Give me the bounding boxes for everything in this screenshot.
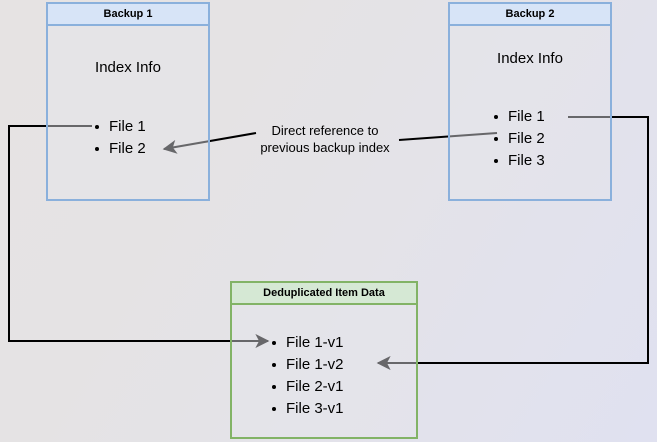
bullet-icon [95,147,99,151]
list-item-label: File 2 [508,130,545,147]
bullet-icon [272,407,276,411]
list-item: File 2-v1 [270,376,344,398]
bullet-icon [494,137,498,141]
list-item-label: File 2 [109,140,146,157]
list-item-label: File 3 [508,152,545,169]
list-item: File 3-v1 [270,398,344,420]
node-backup-1[interactable]: Backup 1 Index Info File 1 File 2 [46,2,210,201]
node-backup-2[interactable]: Backup 2 Index Info File 1 File 2 File 3 [448,2,612,201]
list-item-label: File 1-v2 [286,356,344,373]
list-item-label: File 2-v1 [286,378,344,395]
bullet-icon [272,385,276,389]
node-backup-1-title: Index Info [95,59,161,76]
list-item: File 2 [93,138,146,160]
list-item: File 3 [492,150,545,172]
list-item: File 1 [492,106,545,128]
node-backup-2-title: Index Info [497,50,563,67]
bullet-icon [494,115,498,119]
bullet-icon [272,341,276,345]
node-backup-1-item-list: File 1 File 2 [93,116,146,160]
list-item-label: File 1 [109,118,146,135]
bullet-icon [494,159,498,163]
list-item: File 1-v1 [270,332,344,354]
node-deduplicated-item-data-header: Deduplicated Item Data [230,281,418,305]
edge-label-line-1: Direct reference to [271,123,379,138]
node-backup-2-header: Backup 2 [448,2,612,26]
node-backup-1-body [46,2,210,201]
edge-label-line-2: previous backup index [260,140,390,155]
bullet-icon [272,363,276,367]
node-backup-2-body [448,2,612,201]
edge-label-direct-reference: Direct reference to previous backup inde… [245,122,405,156]
bullet-icon [95,125,99,129]
list-item-label: File 1-v1 [286,334,344,351]
node-deduplicated-item-data-item-list: File 1-v1 File 1-v2 File 2-v1 File 3-v1 [270,332,344,420]
node-backup-2-item-list: File 1 File 2 File 3 [492,106,545,172]
list-item-label: File 1 [508,108,545,125]
list-item-label: File 3-v1 [286,400,344,417]
node-backup-1-header: Backup 1 [46,2,210,26]
node-deduplicated-item-data[interactable]: Deduplicated Item Data File 1-v1 File 1-… [230,281,418,439]
list-item: File 1-v2 [270,354,344,376]
list-item: File 2 [492,128,545,150]
node-deduplicated-item-data-body [230,281,418,439]
list-item: File 1 [93,116,146,138]
